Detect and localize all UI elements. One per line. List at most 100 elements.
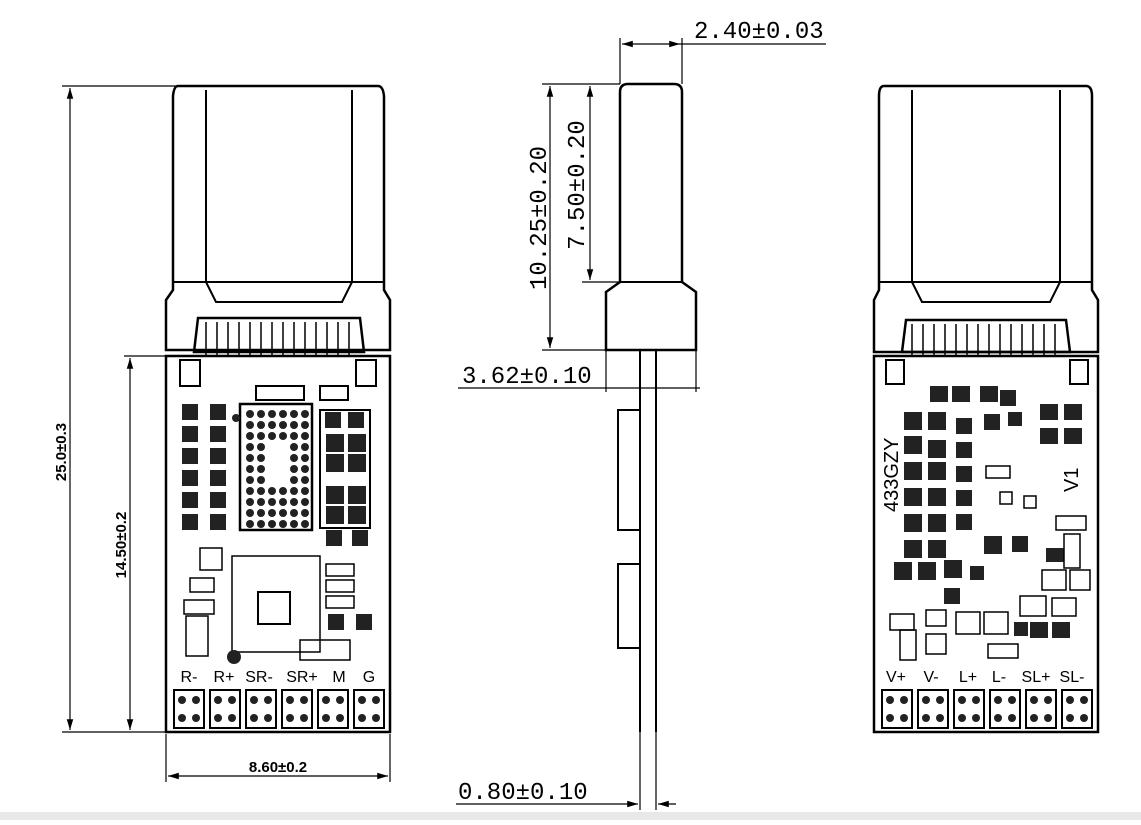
smd-component — [904, 488, 922, 506]
smd-component — [956, 466, 972, 482]
mcu-pad-dot — [290, 487, 298, 495]
back-pin-labels: V+ V- L+ L- SL+ SL- — [886, 669, 1084, 686]
mcu-pad-dot — [268, 432, 276, 440]
smd-component — [984, 414, 1000, 430]
mcu-pad-dot — [257, 432, 265, 440]
front-pin-label: R+ — [214, 669, 235, 686]
mcu-pad-dot — [279, 487, 287, 495]
dim-connector-length: 10.25±0.20 — [527, 146, 554, 290]
front-view — [164, 84, 392, 734]
smd-component — [956, 442, 972, 458]
back-pin-label: V- — [923, 669, 938, 686]
back-view — [872, 84, 1100, 734]
smd-component — [1046, 548, 1064, 562]
mcu-pad-dot — [290, 509, 298, 517]
mcu-pad-dot — [301, 454, 309, 462]
mcu-pad-dot — [301, 498, 309, 506]
smd-component — [904, 540, 922, 558]
mcu-pad-dot — [301, 410, 309, 418]
dim-pcb-length: 14.50±0.2 — [113, 512, 130, 579]
smd-component — [1040, 428, 1058, 444]
mcu-pad-dot — [290, 432, 298, 440]
mcu-pad-dot — [268, 498, 276, 506]
mcu-pad-dot — [257, 454, 265, 462]
smd-component — [1008, 412, 1022, 426]
back-pin-label: L+ — [959, 669, 977, 686]
mcu-pad-dot — [279, 432, 287, 440]
mcu-pad-dot — [290, 443, 298, 451]
smd-component — [980, 386, 998, 402]
back-pin-label: V+ — [886, 669, 906, 686]
smd-component — [1000, 390, 1016, 406]
smd-component — [930, 386, 948, 402]
mcu-pad-dot — [290, 498, 298, 506]
smd-component — [928, 488, 946, 506]
mcu-pad-dot — [290, 520, 298, 528]
mcu-pad-dot — [257, 498, 265, 506]
back-pin-label: L- — [992, 669, 1006, 686]
mcu-pad-dot — [257, 520, 265, 528]
smd-component — [904, 462, 922, 480]
mcu-pad-dot — [246, 509, 254, 517]
mcu-pad-dot — [246, 487, 254, 495]
mcu-pad-dot — [246, 498, 254, 506]
smd-component — [984, 536, 1002, 554]
back-pin-label: SL+ — [1022, 669, 1051, 686]
smd-component — [894, 562, 912, 580]
smd-component — [956, 418, 972, 434]
mcu-pad-dot — [257, 509, 265, 517]
front-pin-labels: R- R+ SR- SR+ M G — [181, 669, 376, 686]
front-dimensions — [62, 85, 391, 782]
front-pad-columns — [182, 404, 226, 530]
mcu-pad-dot — [268, 487, 276, 495]
mcu-pad-dot — [246, 465, 254, 473]
dim-overall-length: 25.0±0.3 — [53, 423, 70, 481]
smd-component — [944, 588, 960, 604]
mcu-pad-dot — [246, 410, 254, 418]
smd-component — [928, 412, 946, 430]
mcu-pad-dot — [257, 465, 265, 473]
silkscreen-model: 433GZY — [881, 438, 903, 512]
mcu-pad-dot — [246, 520, 254, 528]
dim-width: 8.60±0.2 — [249, 759, 307, 776]
front-terminal-pads — [173, 689, 385, 729]
mcu-pad-dot — [290, 454, 298, 462]
mcu-pad-dot — [257, 443, 265, 451]
front-pcb — [164, 354, 392, 734]
bottom-border — [0, 812, 1141, 820]
mcu-pad-dot — [301, 476, 309, 484]
mcu-pad-dot — [279, 509, 287, 517]
smd-component — [904, 412, 922, 430]
mcu-pad-dot — [257, 410, 265, 418]
front-pin-label: SR+ — [286, 669, 318, 686]
front-plug-pins — [205, 322, 350, 356]
mcu-pad-dot — [290, 465, 298, 473]
mcu-pad-dot — [257, 487, 265, 495]
mcu-pad-dot — [279, 410, 287, 418]
smd-component — [1014, 622, 1028, 636]
front-mcu-chip — [238, 402, 314, 532]
smd-component — [970, 566, 984, 580]
dim-body-thickness: 3.62±0.10 — [462, 364, 592, 391]
mcu-pad-dot — [301, 443, 309, 451]
mcu-pad-dot — [301, 421, 309, 429]
mcu-pad-dot — [246, 443, 254, 451]
mcu-pad-dot — [257, 421, 265, 429]
front-pin-label: G — [363, 669, 375, 686]
mcu-pad-dot — [257, 476, 265, 484]
side-view — [604, 82, 698, 732]
mcu-pad-dot — [268, 509, 276, 517]
mcu-pad-dot — [301, 465, 309, 473]
mcu-pad-dot — [290, 410, 298, 418]
mcu-pad-dot — [279, 498, 287, 506]
smd-component — [1052, 622, 1070, 638]
dim-connector-thickness: 2.40±0.03 — [694, 19, 824, 46]
smd-component — [944, 560, 962, 578]
mcu-pad-dot — [246, 421, 254, 429]
front-pin-label: M — [332, 669, 345, 686]
mcu-pad-dot — [246, 476, 254, 484]
mcu-pad-dot — [301, 520, 309, 528]
smd-component — [928, 540, 946, 558]
